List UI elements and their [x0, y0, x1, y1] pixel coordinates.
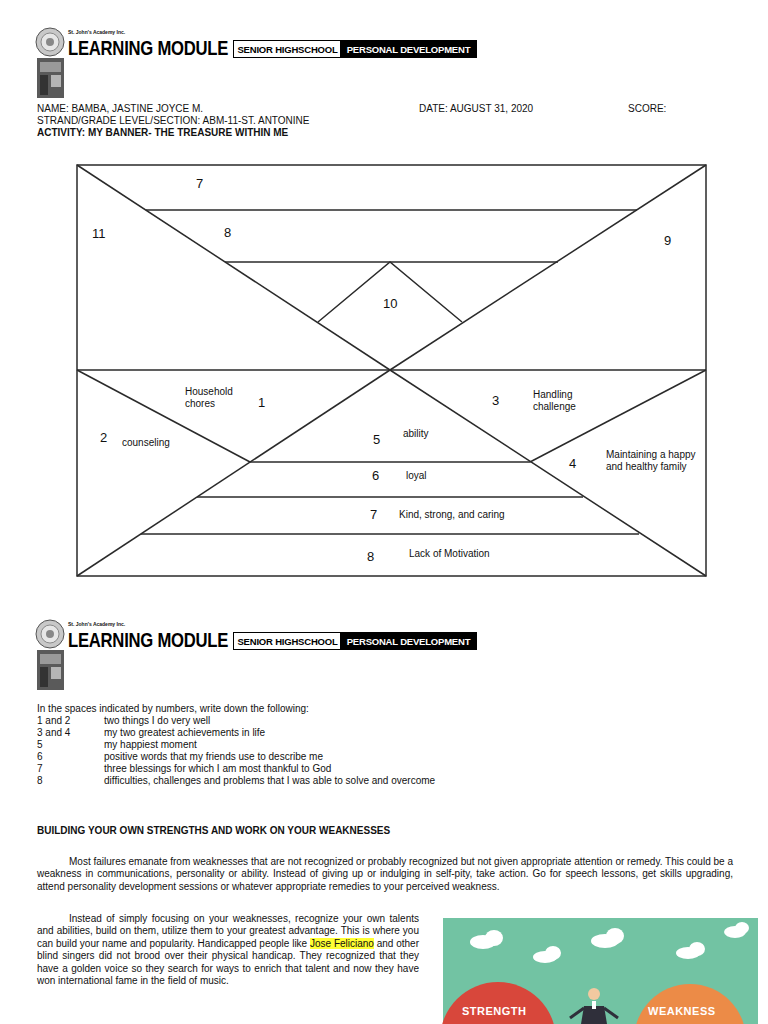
callout-number: 8: [367, 550, 374, 564]
highlighted-name: Jose Feliciano: [310, 938, 374, 949]
banner-entry: Handling challenge: [533, 389, 591, 413]
section-heading: BUILDING YOUR OWN STRENGTHS AND WORK ON …: [37, 825, 390, 837]
module-title: LEARNING MODULE: [68, 37, 228, 59]
paragraph-block: Most failures emanate from weaknesses th…: [37, 856, 733, 893]
subject-box: PERSONAL DEVELOPMENT: [340, 632, 477, 650]
item-number: 8: [37, 775, 43, 787]
subject-box: PERSONAL DEVELOPMENT: [340, 40, 477, 58]
illustration-label: STRENGTH: [462, 1005, 527, 1017]
section: STRAND/GRADE LEVEL/SECTION: ABM-11-ST. A…: [37, 115, 309, 127]
strength-weakness-illustration: [440, 918, 758, 1024]
item-text: positive words that my friends use to de…: [104, 751, 323, 763]
item-number: 1 and 2: [37, 715, 70, 727]
item-number: 7: [37, 763, 43, 775]
item-text: my happiest moment: [104, 739, 197, 751]
item-number: 6: [37, 751, 43, 763]
callout-number: 11: [92, 227, 106, 241]
banner-entry: ability: [403, 428, 429, 440]
student-name: NAME: BAMBA, JASTINE JOYCE M.: [37, 103, 203, 115]
callout-number: 7: [370, 508, 377, 522]
callout-number: 7: [196, 177, 203, 191]
banner-frame: [77, 165, 706, 576]
item-number: 5: [37, 739, 43, 751]
module-title: LEARNING MODULE: [68, 629, 228, 651]
school-name: St. John's Academy Inc.: [68, 621, 125, 627]
banner-entry: Kind, strong, and caring: [399, 509, 505, 521]
date: DATE: AUGUST 31, 2020: [419, 103, 533, 115]
program-box: SENIOR HIGHSCHOOL: [233, 632, 342, 650]
banner-entry: Maintaining a happy and healthy family: [606, 449, 698, 473]
item-text: two things I do very well: [104, 715, 210, 727]
item-text: three blessings for which I am most than…: [104, 763, 331, 775]
instruction: In the spaces indicated by numbers, writ…: [37, 703, 309, 715]
banner-entry: loyal: [406, 470, 427, 482]
item-text: my two greatest achievements in life: [104, 727, 265, 739]
school-name: St. John's Academy Inc.: [68, 29, 125, 35]
school-logo: [36, 620, 64, 690]
banner-entry: Household chores: [185, 386, 245, 410]
header-tag: PERSONAL DEVELOPMENT: [347, 44, 471, 55]
banner-entry: Lack of Motivation: [409, 548, 490, 560]
callout-number: 5: [373, 433, 380, 447]
score: SCORE:: [628, 103, 666, 115]
callout-number: 9: [664, 234, 671, 248]
activity-title: ACTIVITY: MY BANNER- THE TREASURE WITHIN…: [37, 127, 288, 139]
callout-number: 1: [258, 396, 265, 410]
item-text: difficulties, challenges and problems th…: [104, 775, 435, 787]
callout-number: 6: [372, 469, 379, 483]
paragraph-block: Instead of simply focusing on your weakn…: [37, 913, 419, 987]
callout-number: 4: [569, 457, 576, 471]
item-number: 3 and 4: [37, 727, 70, 739]
header-tag: PERSONAL DEVELOPMENT: [347, 636, 471, 647]
callout-number: 2: [100, 431, 107, 445]
illustration-label: WEAKNESS: [648, 1005, 716, 1017]
header-tag: SENIOR HIGHSCHOOL: [237, 636, 337, 647]
callout-number: 3: [492, 394, 499, 408]
school-logo: [36, 28, 64, 98]
program-box: SENIOR HIGHSCHOOL: [233, 40, 342, 58]
banner-entry: counseling: [122, 437, 170, 449]
header-tag: SENIOR HIGHSCHOOL: [237, 44, 337, 55]
paragraph: Most failures emanate from weaknesses th…: [37, 856, 733, 892]
callout-number: 10: [383, 297, 397, 311]
callout-number: 8: [224, 226, 231, 240]
